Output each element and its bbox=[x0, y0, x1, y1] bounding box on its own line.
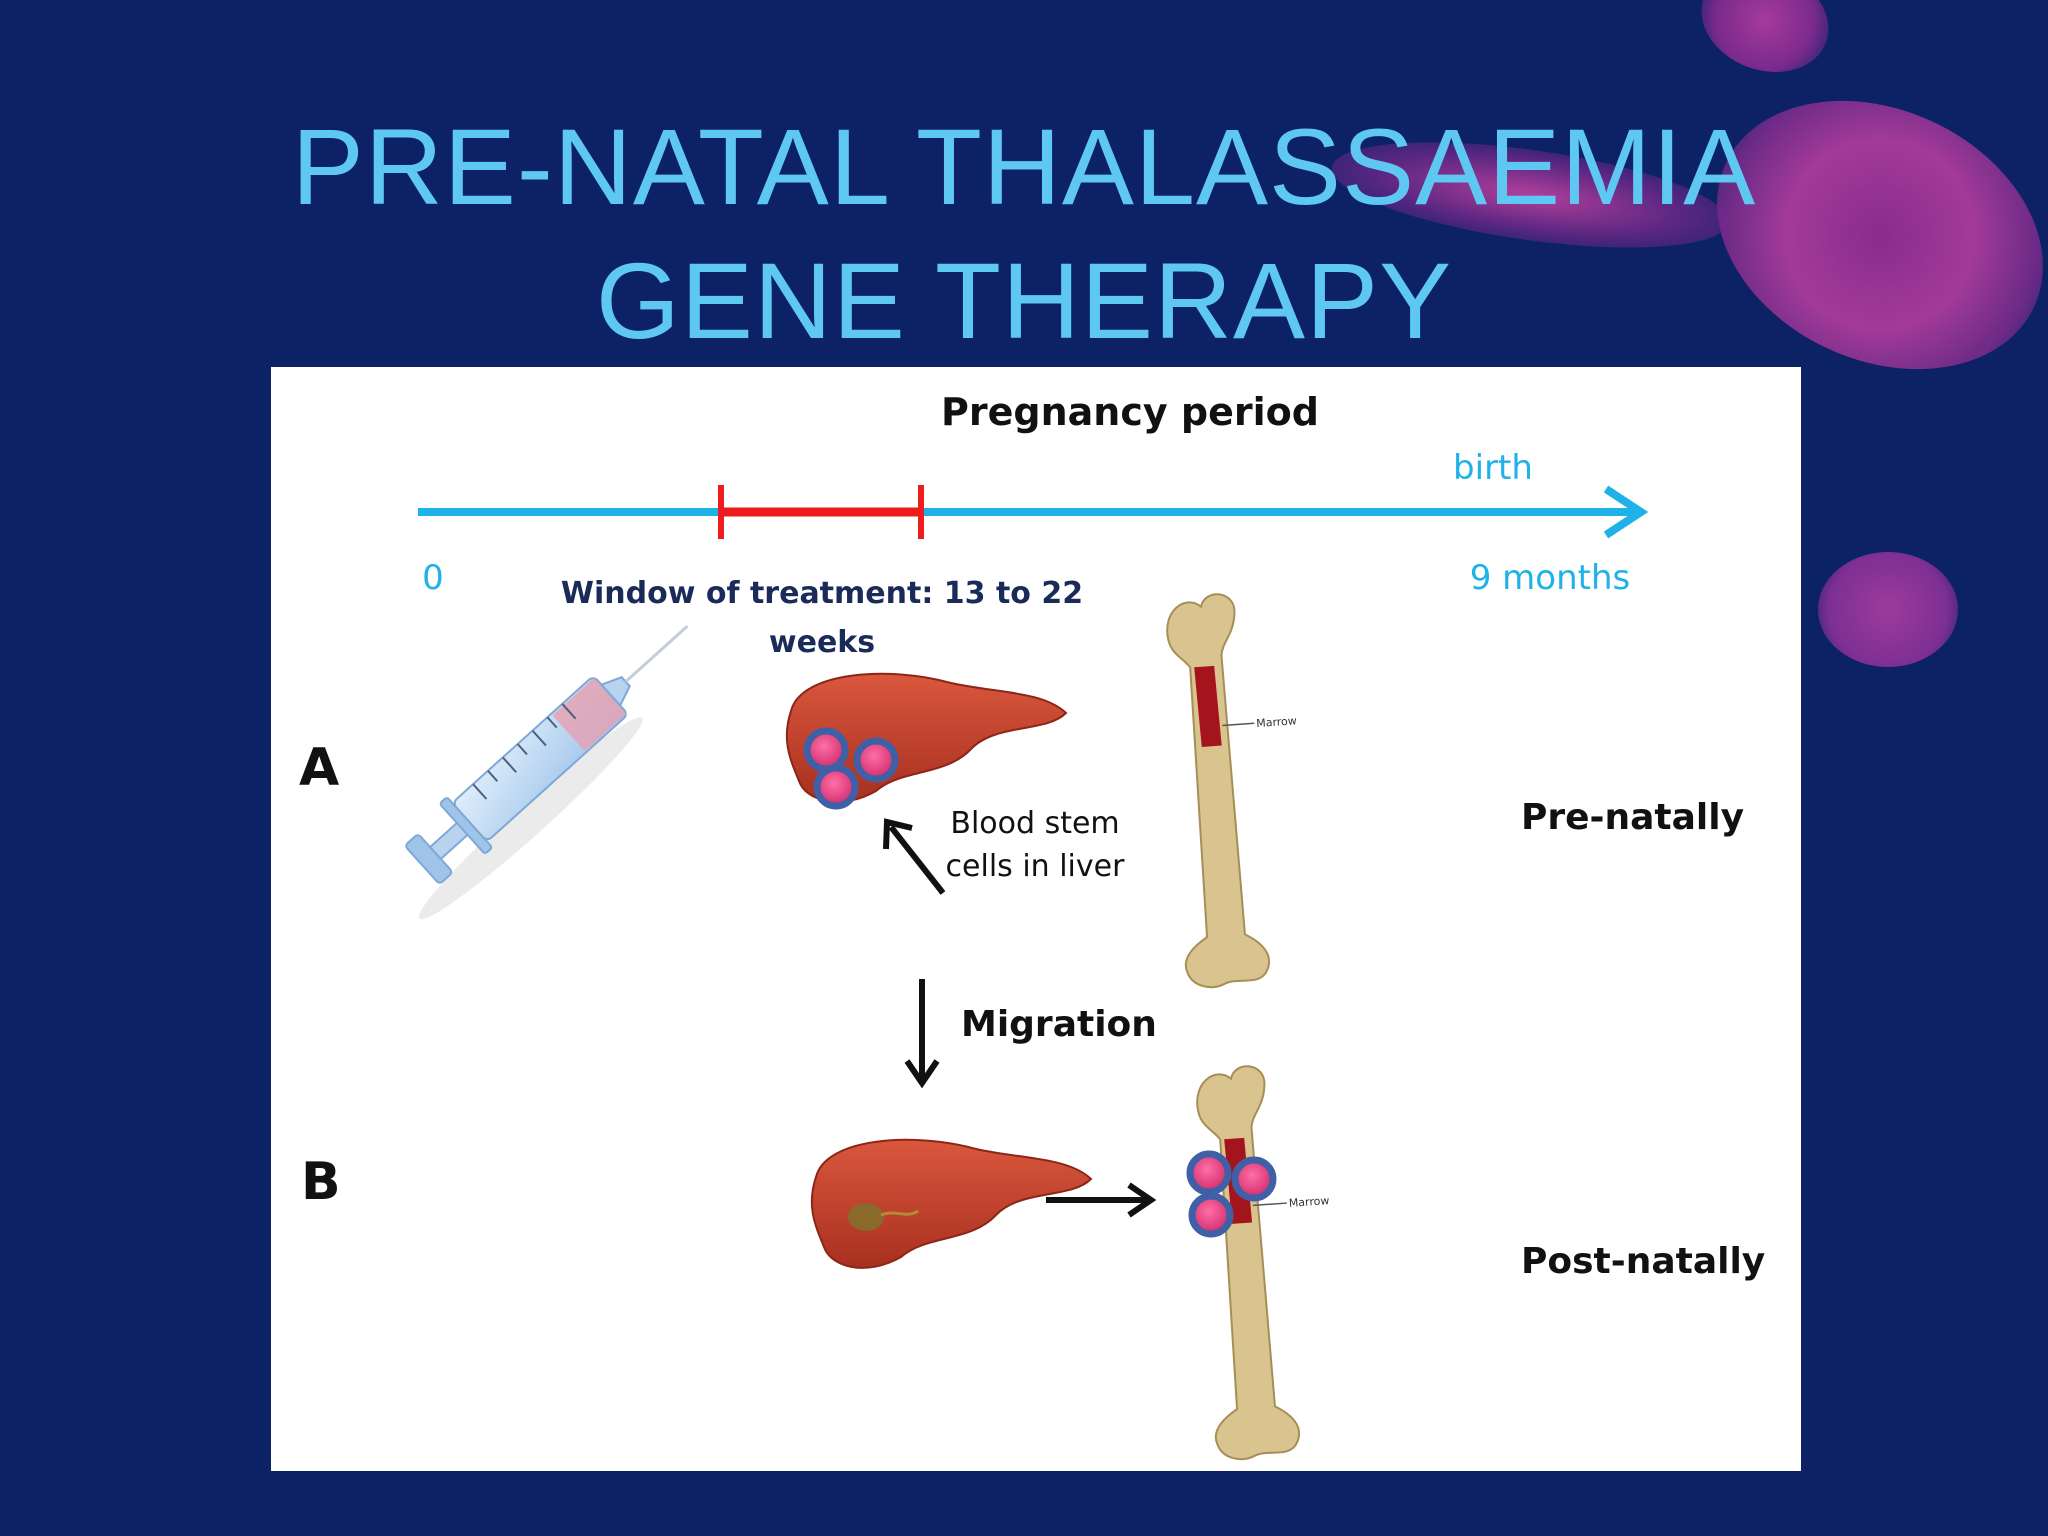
treatment-window-label-line1: Window of treatment: 13 to 22 bbox=[561, 576, 1083, 611]
femur-a-icon: Marrow bbox=[1166, 593, 1297, 989]
marrow-b-label: Marrow bbox=[1288, 1194, 1329, 1210]
pre-natally-label: Pre-natally bbox=[1521, 797, 1744, 838]
background-cell-top bbox=[1686, 0, 1844, 90]
arrow-icon-to-liver bbox=[883, 818, 946, 895]
syringe-icon bbox=[405, 625, 689, 920]
stem-cells-liver-a bbox=[803, 727, 899, 810]
timeline-end-label: 9 months bbox=[1470, 558, 1631, 598]
diagram-canvas: Pregnancy period birth 0 9 months Window… bbox=[299, 390, 1765, 1461]
migration-arrow-icon bbox=[904, 979, 940, 1089]
timeline-start-label: 0 bbox=[422, 558, 444, 598]
row-b-letter: B bbox=[301, 1152, 341, 1212]
slide-title: PRE-NATAL THALASSAEMIA GENE THERAPY bbox=[0, 100, 2048, 368]
row-a-letter: A bbox=[299, 738, 339, 798]
liver-b-icon bbox=[810, 1138, 1093, 1269]
stem-cells-bone-b bbox=[1186, 1150, 1277, 1238]
title-line-1: PRE-NATAL THALASSAEMIA bbox=[291, 106, 1757, 227]
cells-in-liver-label-line1: Blood stem bbox=[950, 806, 1119, 841]
background-cell-small bbox=[1818, 552, 1958, 667]
diagram-panel: Pregnancy period birth 0 9 months Window… bbox=[271, 367, 1801, 1471]
cells-in-liver-label-line2: cells in liver bbox=[946, 849, 1126, 884]
migration-label: Migration bbox=[961, 1004, 1157, 1045]
arrow-icon-to-bone bbox=[1046, 1182, 1157, 1218]
marrow-a-label: Marrow bbox=[1256, 714, 1297, 730]
title-line-2: GENE THERAPY bbox=[595, 240, 1453, 361]
treatment-window-label-line2: weeks bbox=[769, 625, 875, 660]
femur-b-icon: Marrow bbox=[1196, 1065, 1330, 1461]
timeline-arrowhead bbox=[1603, 485, 1649, 539]
post-natally-label: Post-natally bbox=[1521, 1241, 1765, 1282]
birth-label: birth bbox=[1453, 448, 1533, 488]
timeline-heading: Pregnancy period bbox=[941, 390, 1319, 434]
